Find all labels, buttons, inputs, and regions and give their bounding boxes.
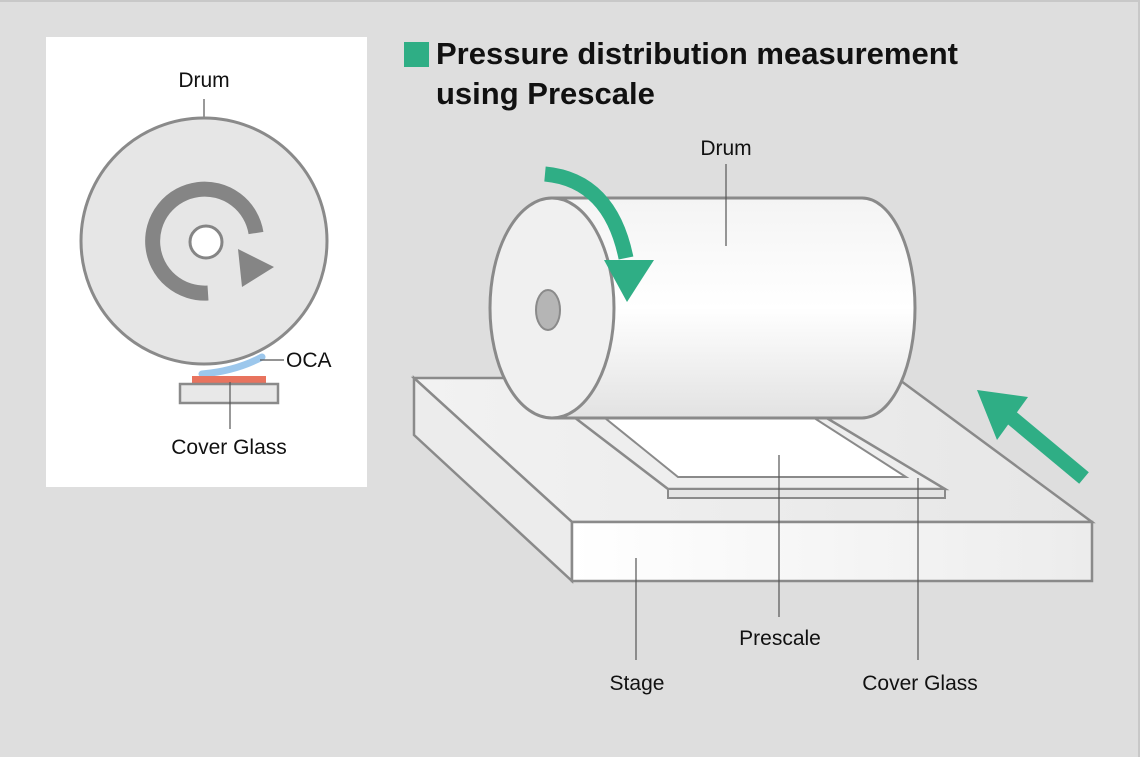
drum-axle-hole xyxy=(535,289,561,331)
title-line-1: Pressure distribution measurement xyxy=(436,36,958,71)
side-view-diagram: Drum OCA Cover Glass xyxy=(79,69,332,459)
stage-label: Stage xyxy=(610,672,665,695)
drum-rotation-arrowhead-icon xyxy=(604,260,654,302)
oca-layer xyxy=(198,353,266,378)
side-drum-hub xyxy=(188,224,224,260)
rotation-arrow-icon xyxy=(145,181,264,301)
prescale-label: Prescale xyxy=(739,627,821,650)
side-drum-label: Drum xyxy=(178,69,229,92)
drum-cylinder-body xyxy=(550,196,917,420)
side-cover-glass-layer xyxy=(192,376,266,384)
title-bullet-icon xyxy=(404,42,429,67)
side-stage xyxy=(178,382,280,405)
cover-glass-label: Cover Glass xyxy=(862,672,978,695)
oca-label: OCA xyxy=(286,349,332,372)
side-cover-glass-label: Cover Glass xyxy=(171,436,287,459)
stage-movement-arrow-icon xyxy=(1007,412,1089,484)
rotation-arrowhead-icon xyxy=(238,249,274,287)
title-line-2: using Prescale xyxy=(436,76,655,111)
stage-movement-arrowhead-icon xyxy=(977,390,1028,440)
title-text: Pressure distribution measurement using … xyxy=(436,34,958,114)
drum-rotation-arrow-icon xyxy=(544,166,634,260)
drum-label: Drum xyxy=(700,137,751,160)
stage-front-face xyxy=(570,520,1094,583)
side-view-panel: Drum OCA Cover Glass xyxy=(46,37,367,487)
cover-glass-plate-edge xyxy=(667,488,946,499)
